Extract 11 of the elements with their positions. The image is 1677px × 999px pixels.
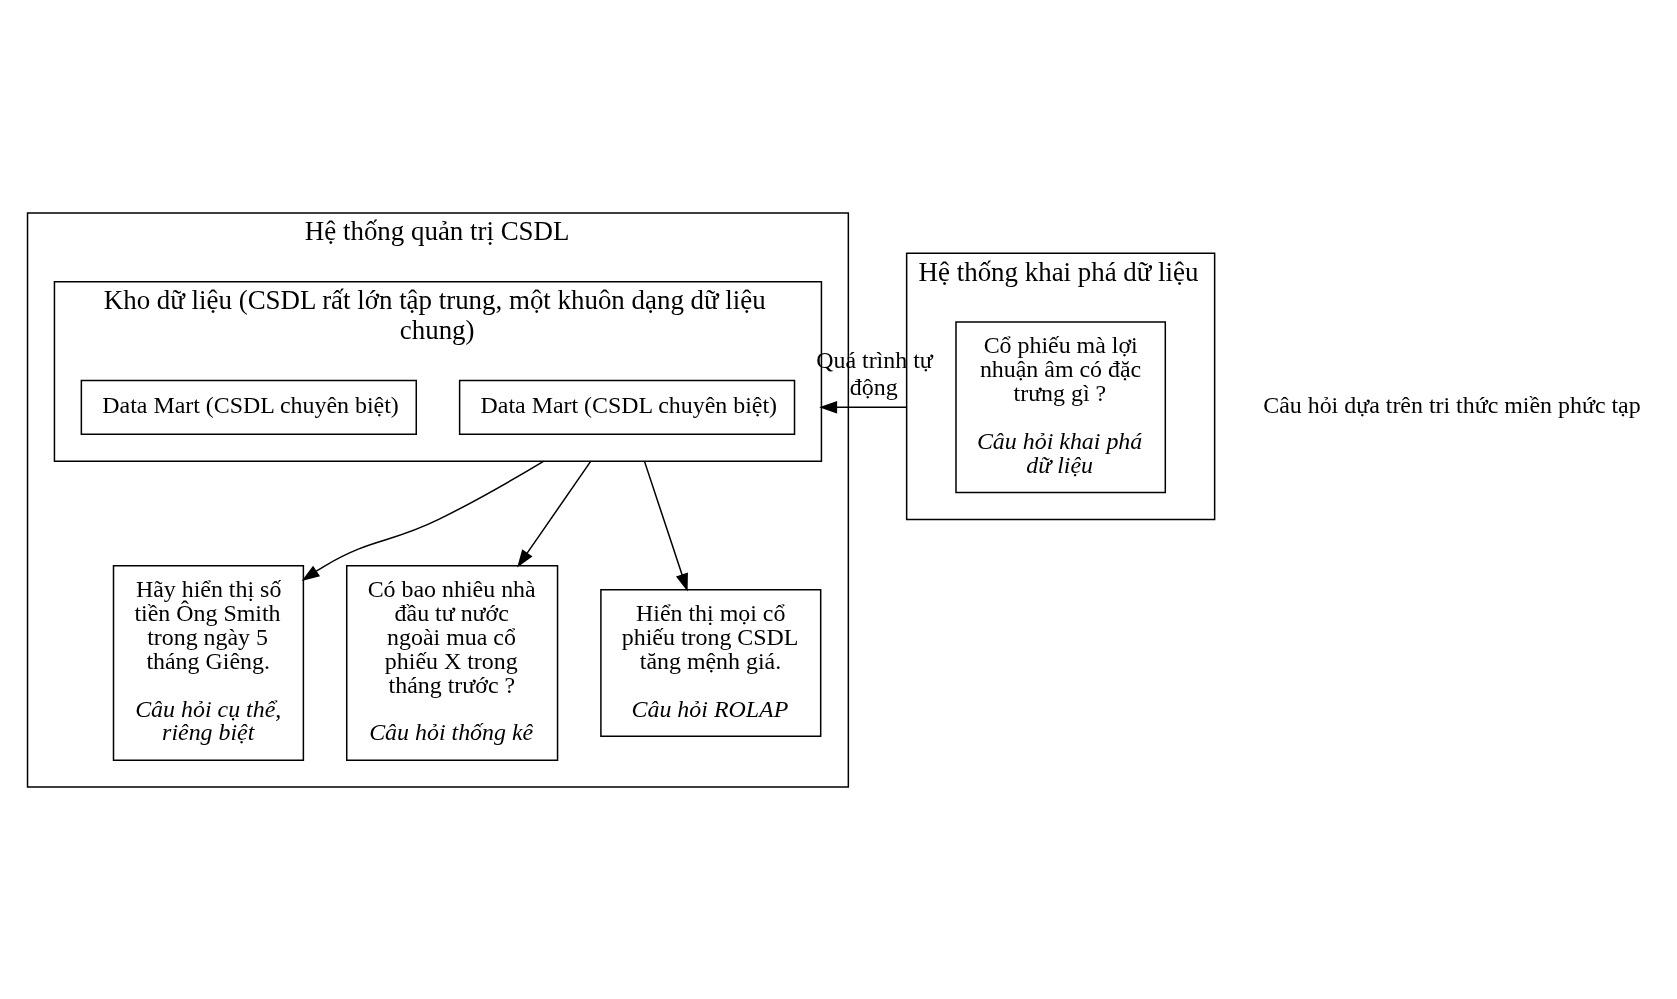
node-box: Có bao nhiêu nhà đầu tư nước ngoài mua cổ phiếu X trong tháng trước ? Câu hỏi thống kê: [345, 564, 558, 761]
label: Câu hỏi dựa trên tri thức miền phức tạp: [1262, 391, 1641, 418]
arrow: [516, 459, 592, 568]
arrow: [301, 459, 545, 581]
arrow: [643, 459, 688, 591]
node-box: Hiển thị mọi cổ phiếu trong CSDL tăng mệnh giá. Câu hỏi ROLAP: [599, 588, 821, 737]
node-box: Data Mart (CSDL chuyên biệt): [458, 379, 795, 435]
node-box: Data Mart (CSDL chuyên biệt): [80, 379, 417, 435]
arrow: [818, 400, 907, 414]
node-box: Hãy hiển thị số tiền Ông Smith trong ngày 5 tháng Giêng. Câu hỏi cụ thể, riêng biệt: [112, 564, 304, 761]
node-box: Cổ phiếu mà lợi nhuận âm có đặc trưng gì ? Câu hỏi khai phá dữ liệu: [954, 320, 1166, 493]
